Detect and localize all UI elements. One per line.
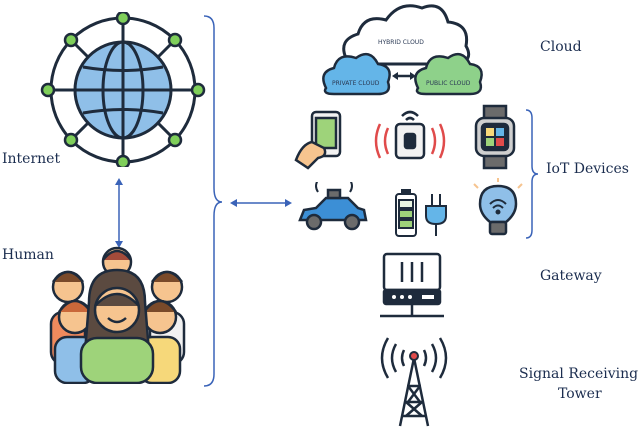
signal-tower-icon (380, 337, 448, 427)
big-brace (203, 15, 223, 387)
brace-iot-arrow (230, 199, 292, 207)
human-group-icon (49, 246, 186, 384)
gateway-icon (380, 252, 444, 318)
smart-bulb-icon (473, 178, 523, 236)
iot-devices-label: IoT Devices (546, 161, 629, 177)
internet-human-arrow (115, 178, 123, 248)
smartphone-icon (294, 110, 342, 170)
cloud-label: Cloud (540, 39, 582, 55)
public-cloud-label: PUBLIC CLOUD (426, 80, 471, 87)
tower-label-line2: Tower (558, 386, 602, 402)
hybrid-cloud-diagram: HYBRID CLOUD PRIVATE CLOUD PUBLIC CLOUD (322, 4, 483, 96)
cloud-exchange-arrow (392, 72, 416, 80)
hybrid-cloud-label: HYBRID CLOUD (378, 39, 424, 46)
human-label: Human (2, 247, 54, 263)
battery-charging-icon (395, 189, 447, 237)
internet-globe-icon (40, 12, 206, 167)
tower-label-line1: Signal Receiving (519, 366, 639, 382)
smart-sensor-icon (374, 110, 446, 160)
iot-brace (525, 109, 539, 239)
smartwatch-icon (474, 104, 516, 170)
private-cloud-icon (322, 52, 391, 96)
public-cloud-icon (414, 52, 483, 96)
connected-car-icon (298, 182, 368, 231)
gateway-label: Gateway (540, 268, 602, 284)
internet-label: Internet (2, 151, 61, 167)
private-cloud-label: PRIVATE CLOUD (332, 80, 380, 87)
